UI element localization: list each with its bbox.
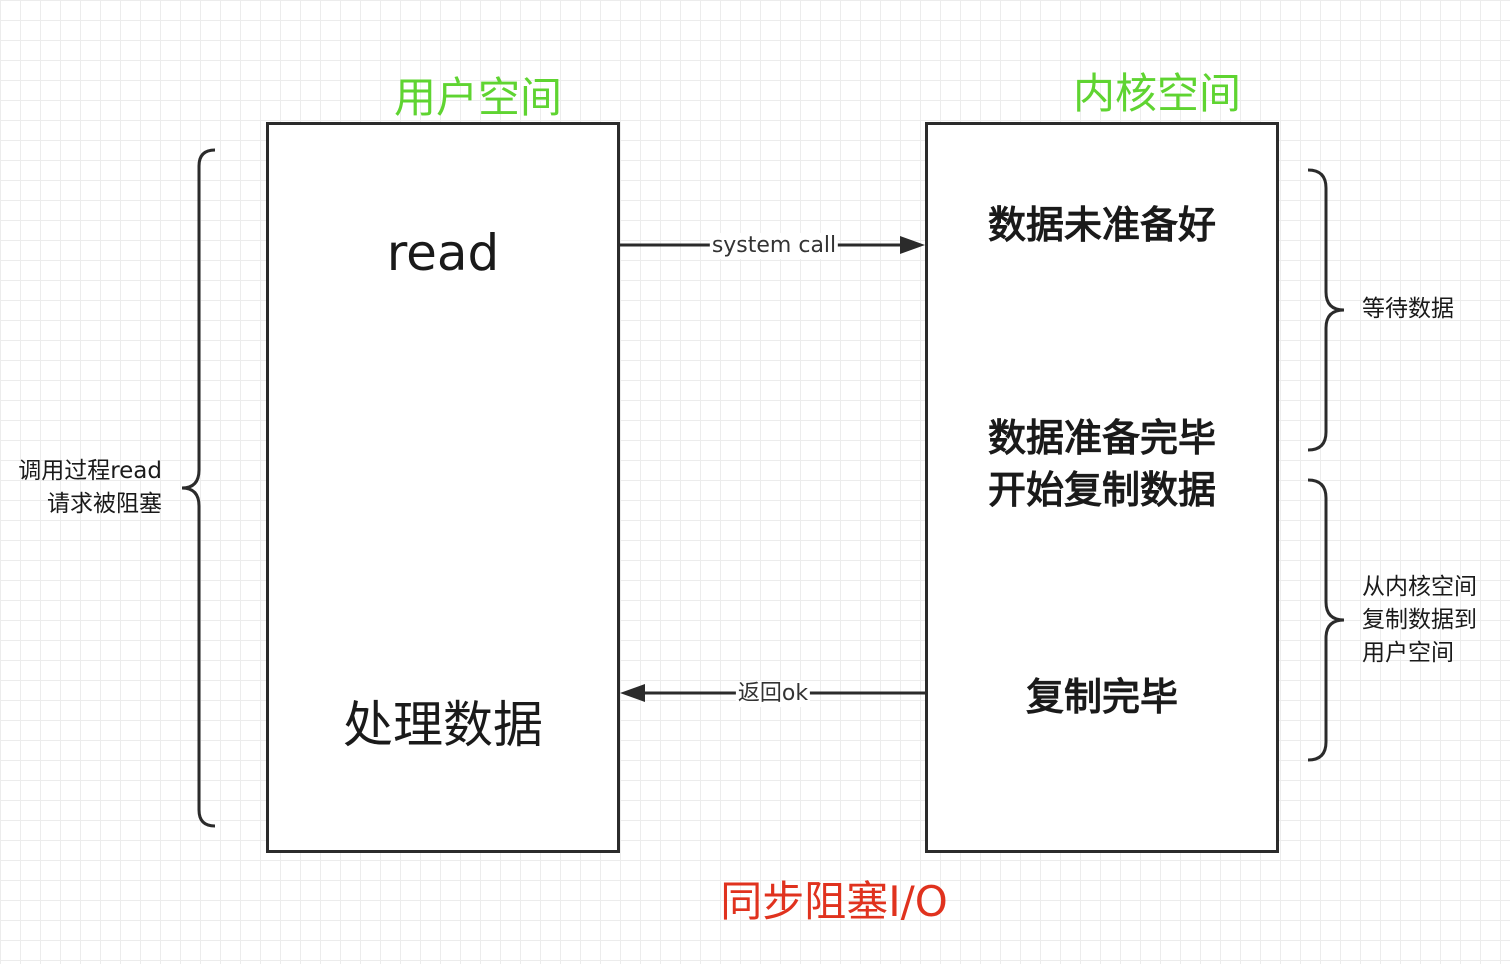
copy-done-label: 复制完毕 <box>1025 675 1179 719</box>
triangle-arrowhead-icon <box>900 236 925 254</box>
data-ready-line1: 数据准备完毕 <box>987 416 1217 460</box>
process-data-label: 处理数据 <box>343 696 543 754</box>
copy-data-line2: 复制数据到 <box>1362 607 1477 633</box>
data-ready-label: 数据准备完毕 开始复制数据 <box>988 412 1216 516</box>
user-space-title: 用户空间 <box>393 73 563 122</box>
wait-data-annotation: 等待数据 <box>1362 296 1454 322</box>
left-curly-brace-icon <box>181 148 216 828</box>
kernel-space-box <box>925 122 1279 853</box>
return-ok-label: 返回ok <box>735 681 811 707</box>
copy-data-annotation: 从内核空间 复制数据到 用户空间 <box>1362 571 1477 670</box>
user-space-box <box>266 122 620 853</box>
copy-data-line1: 从内核空间 <box>1362 574 1477 600</box>
triangle-arrowhead-icon <box>620 684 645 702</box>
system-call-label: system call <box>709 233 839 259</box>
right-curly-brace-icon <box>1307 168 1345 452</box>
right-curly-brace-icon <box>1307 478 1345 762</box>
blocked-call-line2: 请求被阻塞 <box>47 491 162 517</box>
blocked-call-annotation: 调用过程read 请求被阻塞 <box>4 455 162 521</box>
kernel-space-title: 内核空间 <box>1072 69 1242 118</box>
data-not-ready-label: 数据未准备好 <box>987 203 1217 247</box>
blocked-call-line1: 调用过程read <box>18 458 162 484</box>
copy-data-line3: 用户空间 <box>1362 640 1454 666</box>
diagram-caption: 同步阻塞I/O <box>720 877 948 926</box>
read-label: read <box>386 224 500 282</box>
data-ready-line2: 开始复制数据 <box>987 468 1217 512</box>
